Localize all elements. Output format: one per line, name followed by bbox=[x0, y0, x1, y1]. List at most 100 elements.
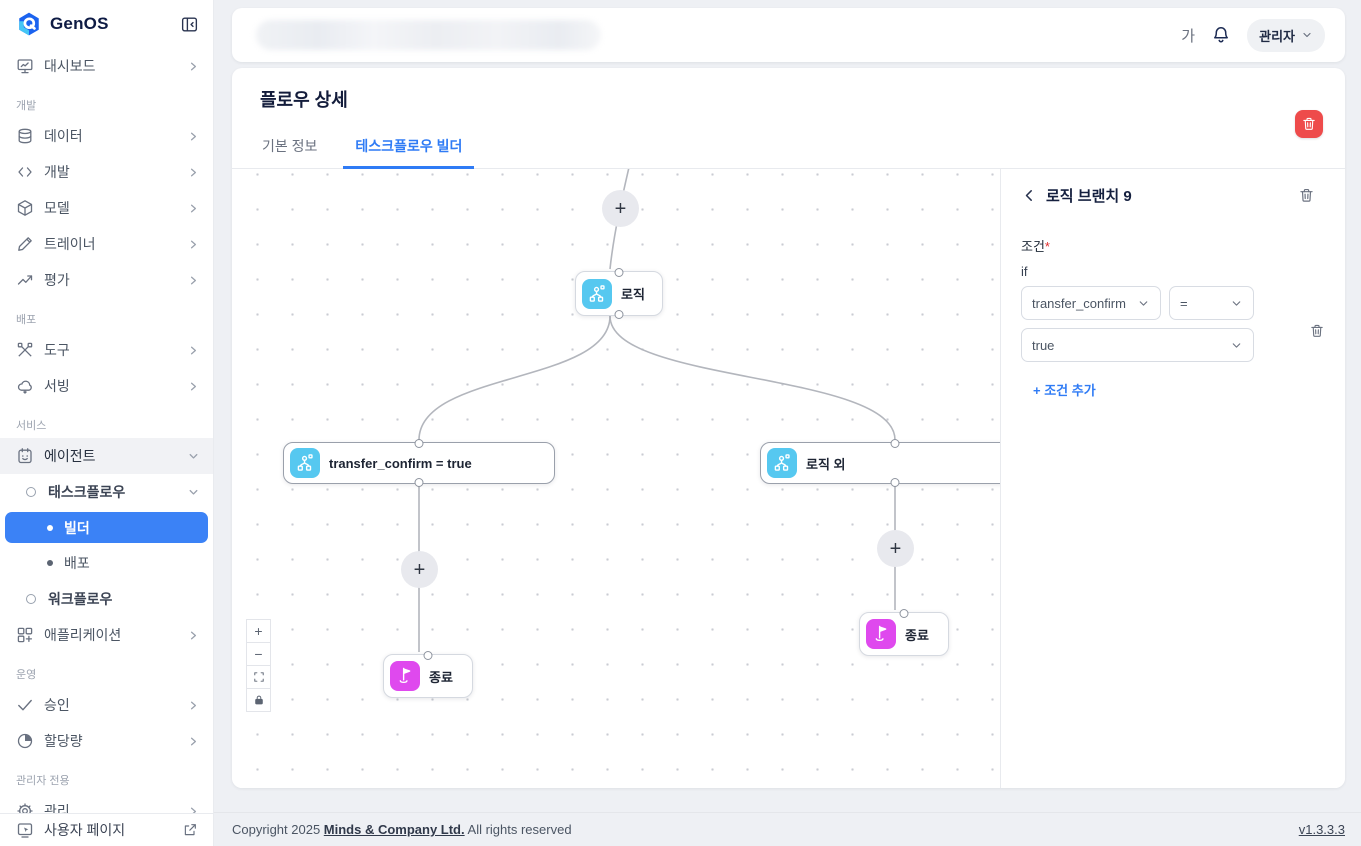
sidebar-item-application[interactable]: 애플리케이션 bbox=[0, 617, 213, 653]
value-select[interactable]: true bbox=[1021, 328, 1254, 362]
end-flag-icon bbox=[390, 661, 420, 691]
connector-handle[interactable] bbox=[890, 439, 900, 448]
tab-basic-info[interactable]: 기본 정보 bbox=[262, 138, 318, 154]
connector-handle[interactable] bbox=[414, 478, 424, 487]
flow-node-branch-else[interactable]: 로직 외 bbox=[760, 439, 1000, 487]
zoom-in-button[interactable]: + bbox=[246, 619, 271, 643]
sidebar-item-user-page[interactable]: 사용자 페이지 bbox=[0, 813, 213, 846]
chevron-right-icon bbox=[186, 129, 201, 144]
field-select[interactable]: transfer_confirm bbox=[1021, 286, 1161, 320]
sidebar-item-deploy[interactable]: 배포 bbox=[0, 545, 213, 581]
fit-view-icon bbox=[253, 672, 264, 682]
condition-row: transfer_confirm = bbox=[1021, 286, 1297, 320]
sidebar-item-workflow[interactable]: 워크플로우 bbox=[0, 581, 213, 617]
sidebar-item-label: 도구 bbox=[44, 342, 70, 358]
sidebar-item-eval[interactable]: 평가 bbox=[0, 262, 213, 298]
sidebar-item-label: 워크플로우 bbox=[48, 591, 113, 607]
gear-icon bbox=[16, 802, 34, 813]
edge-logic-to-branch-true bbox=[418, 315, 611, 441]
if-label: if bbox=[1021, 264, 1028, 279]
sidebar-item-admin[interactable]: 관리 bbox=[0, 793, 213, 813]
edge-logic-to-branch-else bbox=[609, 315, 896, 441]
flow-node-branch-true[interactable]: transfer_confirm = true bbox=[283, 439, 555, 487]
delete-flow-button[interactable] bbox=[1295, 110, 1323, 138]
main-area: 가 관리자 플로우 상세 기본 정보 테스크플로우 빌더 bbox=[213, 0, 1361, 846]
delete-condition-button[interactable] bbox=[1309, 323, 1325, 339]
external-link-icon bbox=[182, 822, 198, 838]
node-label: 로직 bbox=[621, 287, 645, 302]
user-menu-button[interactable]: 관리자 bbox=[1247, 18, 1325, 52]
sidebar-item-agent[interactable]: 에이전트 bbox=[0, 438, 213, 474]
operator-select-value: = bbox=[1180, 295, 1188, 311]
add-node-button-right[interactable]: + bbox=[877, 530, 914, 567]
sidebar-section-dev: 개발 bbox=[16, 100, 37, 112]
sidebar-item-serving[interactable]: 서빙 bbox=[0, 368, 213, 404]
trash-icon bbox=[1311, 324, 1323, 337]
connector-handle[interactable] bbox=[614, 268, 624, 277]
sidebar-item-data[interactable]: 데이터 bbox=[0, 118, 213, 154]
connector-handle[interactable] bbox=[423, 651, 433, 660]
copyright-prefix: Copyright 2025 bbox=[232, 822, 324, 837]
footer: Copyright 2025 Minds & Company Ltd. All … bbox=[213, 812, 1361, 846]
sidebar-item-quota[interactable]: 할당량 bbox=[0, 723, 213, 759]
sidebar-item-taskflow[interactable]: 태스크플로우 bbox=[0, 474, 213, 510]
canvas-controls: + − bbox=[246, 619, 271, 712]
connector-handle[interactable] bbox=[414, 439, 424, 448]
zoom-out-button[interactable]: − bbox=[246, 642, 271, 666]
condition-label: 조건* bbox=[1021, 236, 1327, 255]
chevron-down-icon bbox=[1303, 32, 1311, 38]
sidebar-item-dashboard[interactable]: 대시보드 bbox=[0, 48, 213, 84]
add-node-button-left[interactable]: + bbox=[401, 551, 438, 588]
node-label: 종료 bbox=[429, 669, 453, 685]
sidebar-item-builder[interactable]: 빌더 bbox=[5, 512, 208, 543]
sidebar-item-model[interactable]: 모델 bbox=[0, 190, 213, 226]
flow-canvas[interactable]: + + + 로직 transfer_confirm = true bbox=[232, 169, 1000, 788]
page-title: 플로우 상세 bbox=[260, 90, 348, 110]
connector-handle[interactable] bbox=[614, 310, 624, 319]
logic-branch-icon bbox=[767, 448, 797, 478]
add-condition-button[interactable]: + 조건 추가 bbox=[1033, 383, 1096, 398]
sidebar-item-label: 승인 bbox=[44, 697, 70, 713]
node-settings-panel: 로직 브랜치 9 조건* if transfer_confirm bbox=[1000, 169, 1345, 788]
user-page-icon bbox=[16, 821, 34, 839]
sidebar-item-label: 서빙 bbox=[44, 378, 70, 394]
delete-branch-button[interactable] bbox=[1298, 187, 1315, 204]
redacted-text bbox=[256, 20, 601, 50]
sidebar-section-deploy: 배포 bbox=[16, 314, 37, 326]
node-label: 로직 외 bbox=[806, 456, 846, 472]
sidebar-item-label: 애플리케이션 bbox=[44, 627, 122, 643]
chevron-right-icon bbox=[186, 237, 201, 252]
connector-handle[interactable] bbox=[890, 478, 900, 487]
sidebar-collapse-icon[interactable] bbox=[180, 15, 199, 34]
sidebar-item-tools[interactable]: 도구 bbox=[0, 332, 213, 368]
user-menu-label: 관리자 bbox=[1259, 28, 1295, 44]
lock-icon bbox=[254, 695, 263, 705]
required-asterisk: * bbox=[1044, 239, 1050, 254]
flow-node-end-left[interactable]: 종료 bbox=[383, 651, 473, 698]
sidebar-item-approval[interactable]: 승인 bbox=[0, 687, 213, 723]
flow-node-end-right[interactable]: 종료 bbox=[859, 609, 949, 656]
fit-view-button[interactable] bbox=[246, 665, 271, 689]
panel-title: 로직 브랜치 9 bbox=[1046, 188, 1132, 205]
chevron-right-icon bbox=[186, 59, 201, 74]
tab-taskflow-builder[interactable]: 테스크플로우 빌더 bbox=[343, 126, 475, 169]
node-label: 종료 bbox=[905, 627, 929, 643]
notification-bell-icon[interactable] bbox=[1211, 25, 1231, 45]
flow-node-logic[interactable]: 로직 bbox=[575, 268, 663, 319]
operator-select[interactable]: = bbox=[1169, 286, 1254, 320]
sidebar-item-label: 트레이너 bbox=[44, 236, 96, 252]
sidebar-item-trainer[interactable]: 트레이너 bbox=[0, 226, 213, 262]
language-button[interactable]: 가 bbox=[1181, 27, 1196, 45]
sidebar-item-dev[interactable]: 개발 bbox=[0, 154, 213, 190]
add-node-button-top[interactable]: + bbox=[602, 190, 639, 227]
cube-icon bbox=[16, 199, 34, 217]
chevron-right-icon bbox=[186, 343, 201, 358]
lock-button[interactable] bbox=[246, 688, 271, 712]
connector-handle[interactable] bbox=[899, 609, 909, 618]
tab-bar: 기본 정보 테스크플로우 빌더 bbox=[232, 126, 1345, 169]
back-chevron-icon[interactable] bbox=[1021, 187, 1038, 204]
company-link[interactable]: Minds & Company Ltd. bbox=[323, 822, 465, 837]
version-link[interactable]: v1.3.3.3 bbox=[1298, 822, 1345, 837]
cloud-icon bbox=[16, 377, 34, 395]
genos-logo-icon bbox=[16, 11, 42, 37]
